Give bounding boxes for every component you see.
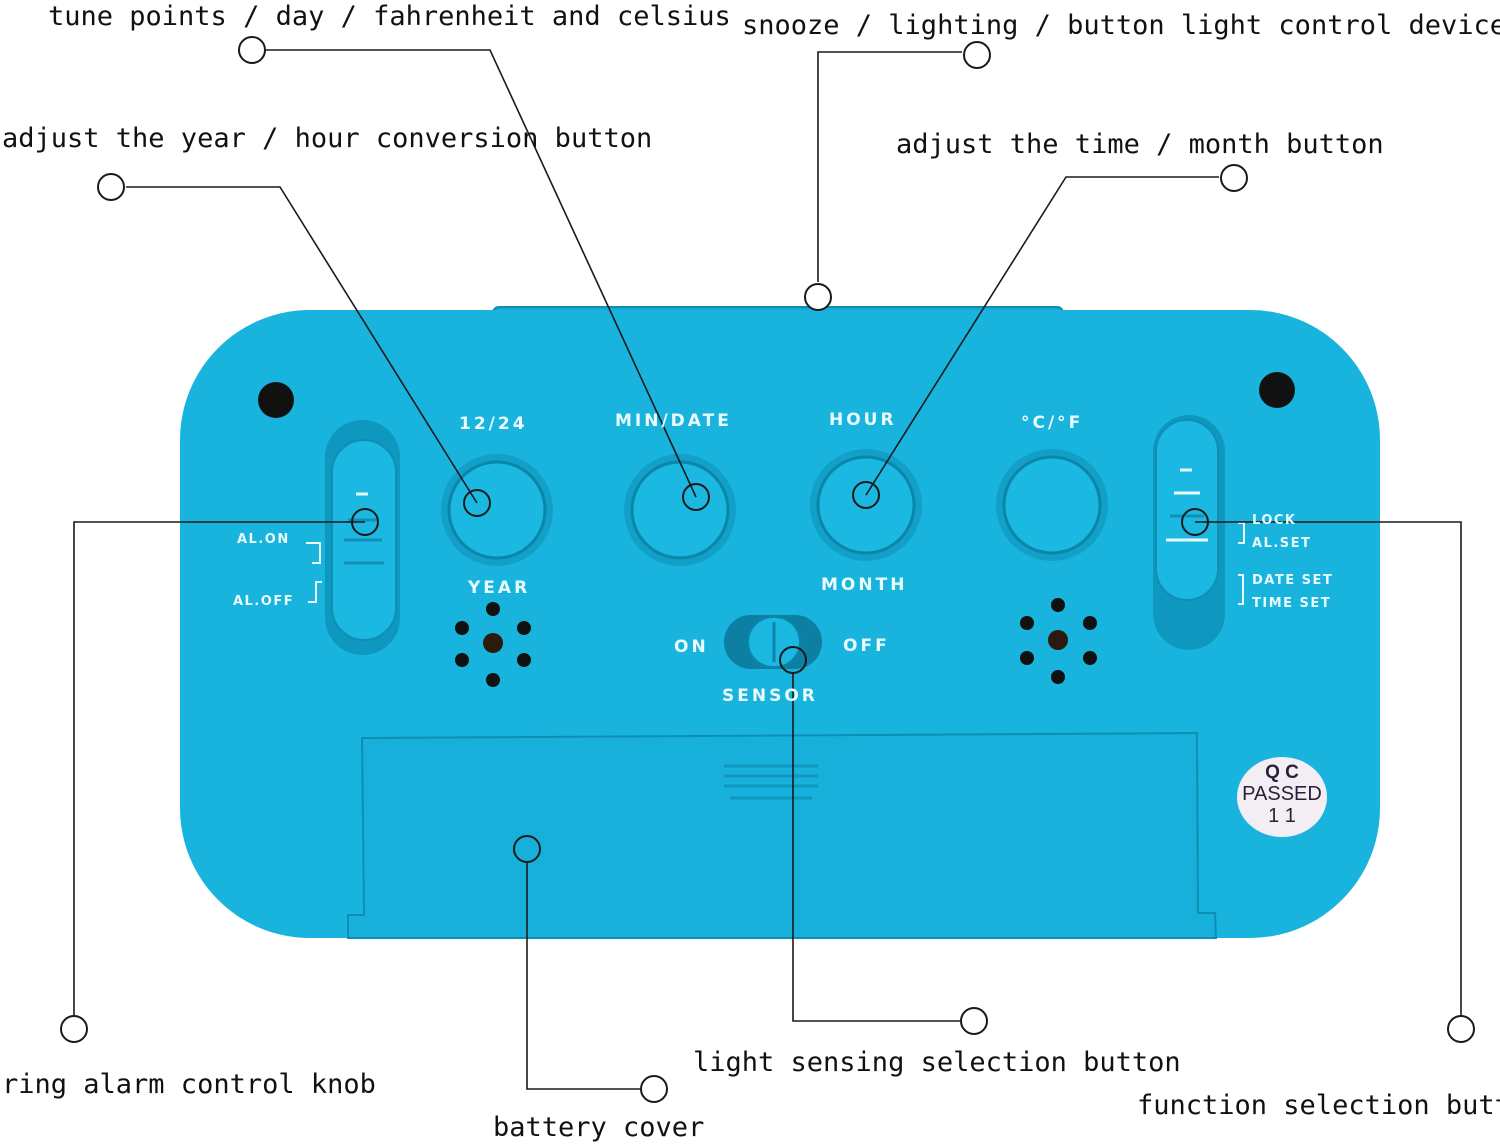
mount-hole-left xyxy=(258,382,294,418)
label-function-selection: function selection button xyxy=(1137,1090,1500,1121)
callout-marker xyxy=(60,1015,88,1043)
speaker-grille-left xyxy=(455,602,531,687)
panel-label-on: ON xyxy=(674,637,709,657)
label-adjust-time: adjust the time / month button xyxy=(896,129,1384,160)
panel-label-12-24: 12/24 xyxy=(459,414,528,434)
target-marker xyxy=(852,481,880,509)
label-snooze: snooze / lighting / button light control… xyxy=(742,10,1500,41)
callout-marker xyxy=(640,1075,668,1103)
label-adjust-year: adjust the year / hour conversion button xyxy=(2,123,653,154)
btn-cf xyxy=(996,449,1108,561)
callout-marker xyxy=(804,283,832,311)
qc-passed-sticker: Q C PASSED 1 1 xyxy=(1237,757,1327,837)
callout-marker xyxy=(963,41,991,69)
panel-label-time-set: TIME SET xyxy=(1252,596,1332,611)
callout-marker xyxy=(1447,1015,1475,1043)
panel-label-al-set: AL.SET xyxy=(1252,536,1312,551)
label-battery-cover: battery cover xyxy=(493,1112,705,1143)
panel-label-sensor: SENSOR xyxy=(722,686,818,706)
target-marker xyxy=(1181,508,1209,536)
panel-label-al-on: AL.ON xyxy=(237,532,290,547)
panel-label-al-off: AL.OFF xyxy=(233,594,295,609)
panel-label-date-set: DATE SET xyxy=(1252,573,1334,588)
function-slider-knob xyxy=(1155,419,1219,601)
speaker-grille-right xyxy=(1020,598,1097,684)
panel-label-lock: LOCK xyxy=(1252,513,1297,528)
label-tune-points: tune points / day / fahrenheit and celsi… xyxy=(48,1,731,32)
target-marker xyxy=(779,646,807,674)
label-light-sensing: light sensing selection button xyxy=(693,1047,1181,1078)
callout-marker xyxy=(97,173,125,201)
qc-line-3: 1 1 xyxy=(1268,805,1296,827)
target-marker xyxy=(682,483,710,511)
panel-label-off: OFF xyxy=(843,636,890,656)
panel-label-hour: HOUR xyxy=(829,410,897,430)
sensor-switch xyxy=(724,615,822,669)
target-marker xyxy=(351,508,379,536)
panel-label-year: YEAR xyxy=(468,578,531,598)
callout-marker xyxy=(1220,164,1248,192)
qc-line-1: Q C xyxy=(1265,762,1299,783)
qc-line-2: PASSED xyxy=(1242,783,1322,805)
btn-12-24 xyxy=(441,454,553,566)
battery-cover xyxy=(347,731,1218,939)
btn-min-date xyxy=(624,454,736,566)
panel-label-min-date: MIN/DATE xyxy=(615,411,732,431)
panel-label-cf: °C/°F xyxy=(1021,413,1084,433)
mount-hole-right xyxy=(1259,372,1295,408)
callout-marker xyxy=(960,1007,988,1035)
panel-label-month: MONTH xyxy=(821,575,908,595)
btn-hour xyxy=(810,449,922,561)
callout-marker xyxy=(238,36,266,64)
target-marker xyxy=(513,835,541,863)
target-marker xyxy=(463,489,491,517)
label-ring-alarm: ring alarm control knob xyxy=(2,1069,376,1100)
